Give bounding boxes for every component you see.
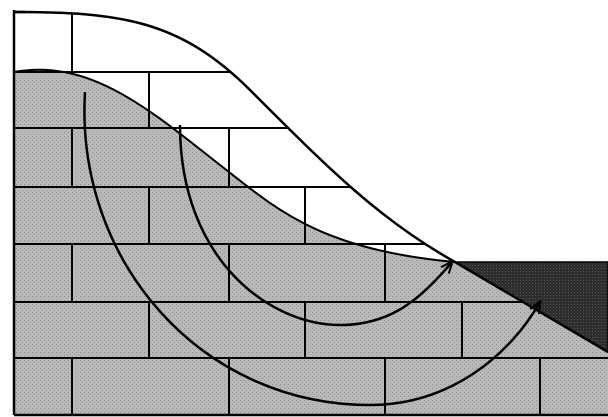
saturated-zone: [14, 70, 608, 415]
